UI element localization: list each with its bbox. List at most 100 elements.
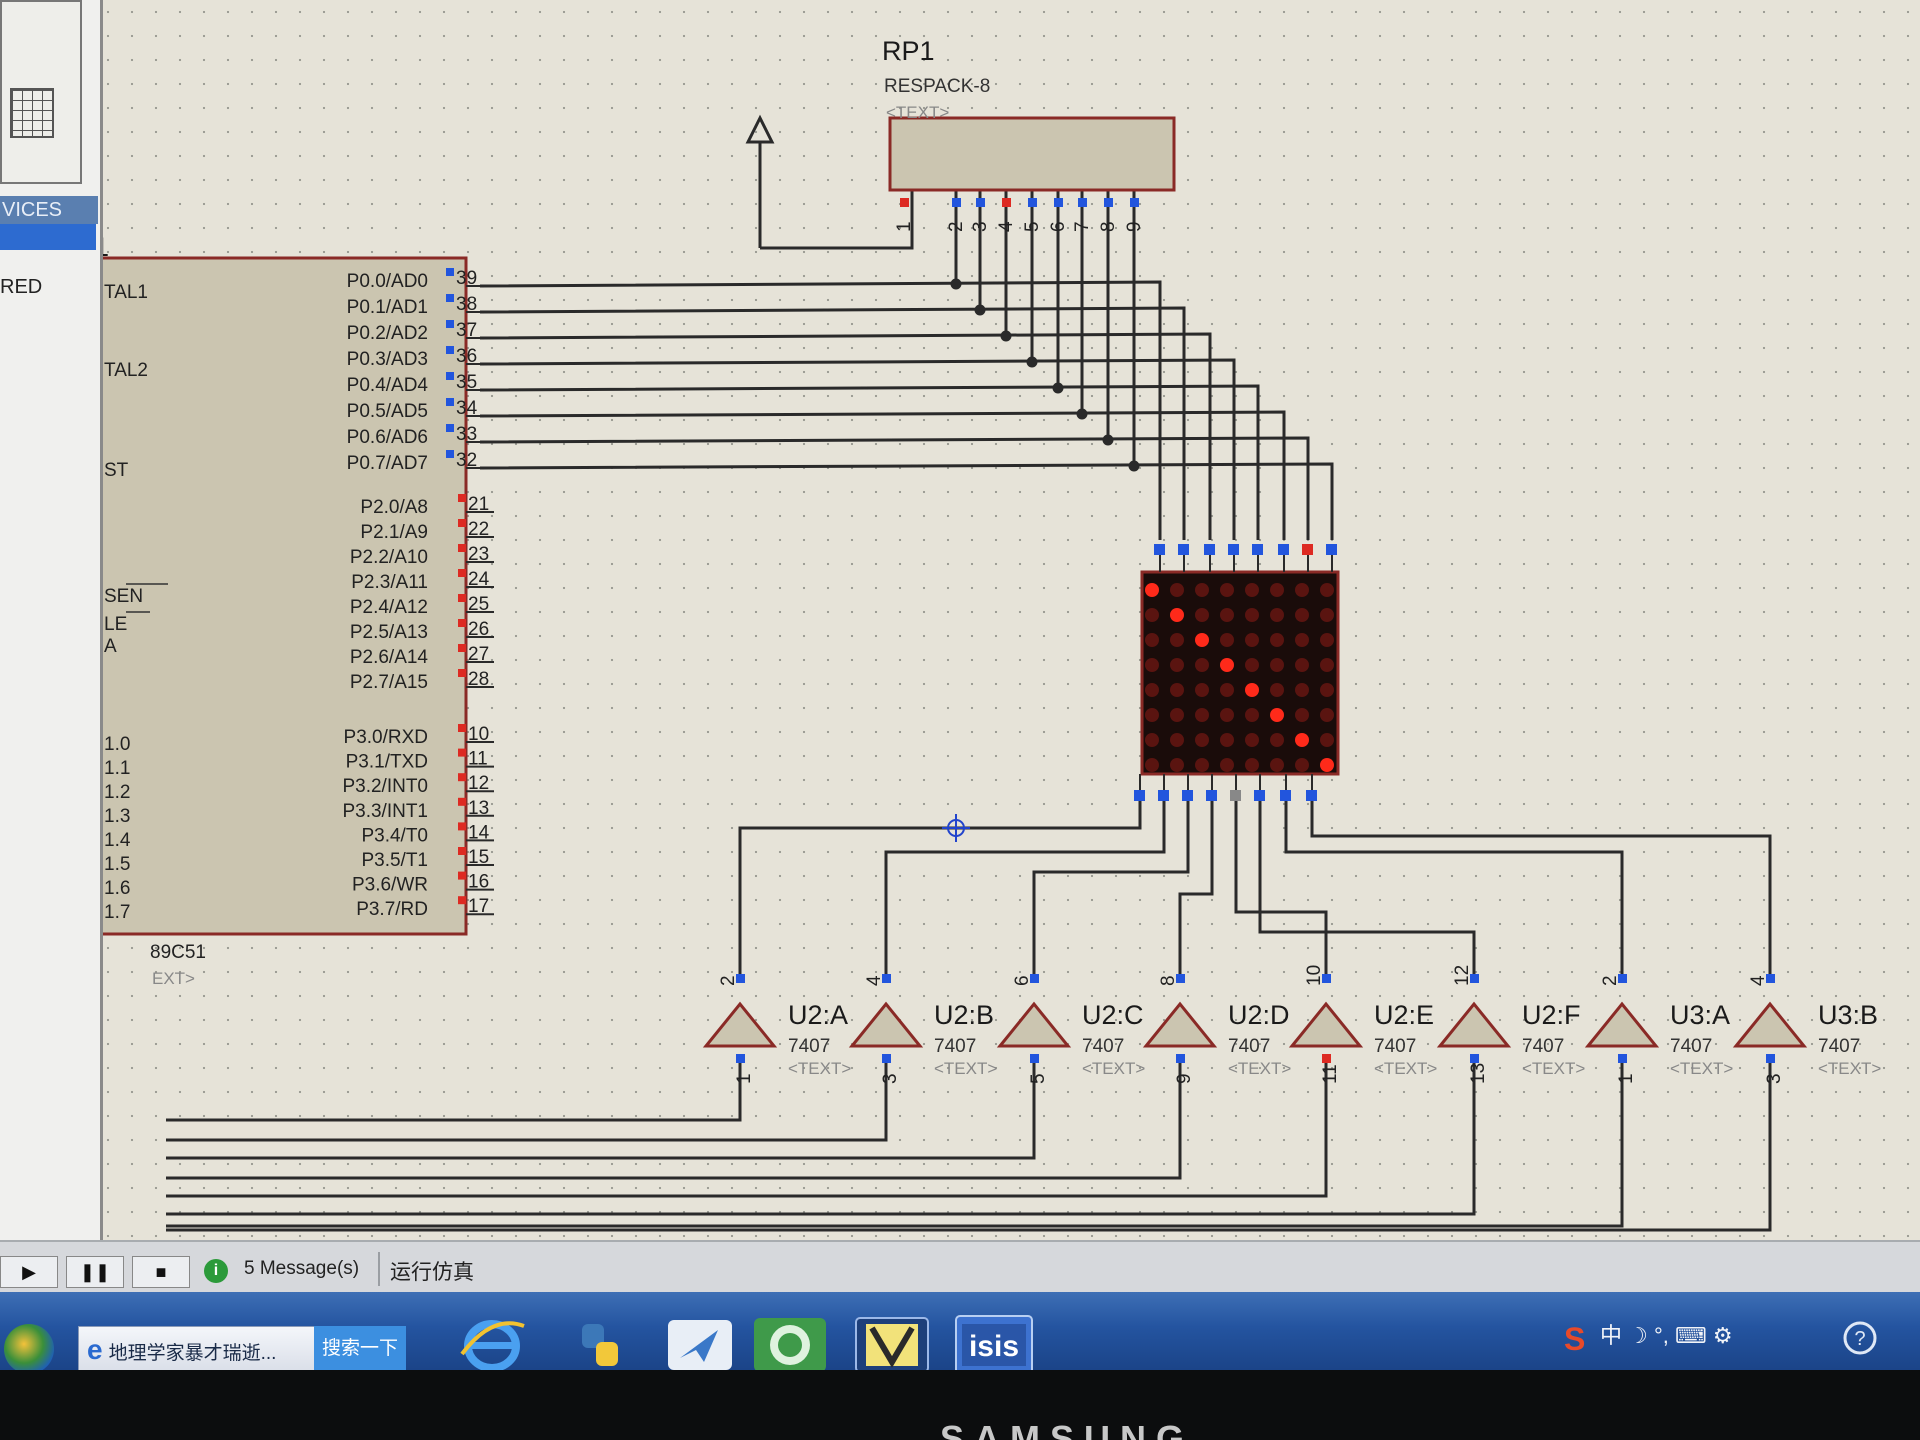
pin-marker <box>458 748 466 757</box>
wire-matrix-col-7[interactable] <box>1310 801 1772 974</box>
wire-matrix-col-3[interactable] <box>1178 801 1214 974</box>
browser-green-icon[interactable] <box>750 1314 830 1376</box>
mcu-port-pin-label: P0.7/AD7 <box>347 453 428 474</box>
mcu-left-pin-label: 1.2 <box>104 782 130 803</box>
mcu-port-pin-label: P3.7/RD <box>356 899 428 920</box>
wire-matrix-col-2[interactable] <box>1032 801 1190 974</box>
buffer-in-pin-marker <box>1176 1054 1185 1063</box>
power-terminal[interactable] <box>745 114 775 248</box>
info-icon[interactable]: i <box>204 1259 228 1283</box>
microcontroller-89c51[interactable]: 1 89C51 EXT> TAL1TAL2STSENLEA1.01.11.21.… <box>94 232 494 988</box>
matrix-top-pin <box>1326 544 1337 555</box>
matrix-top-pin <box>1154 544 1165 555</box>
system-tray[interactable]: 中 ☽ °, ⌨ ⚙ <box>1600 1323 1733 1348</box>
wire-bus-2[interactable] <box>166 1063 1036 1160</box>
led-dot-matrix[interactable] <box>1134 544 1340 801</box>
led-dot-off <box>1320 633 1334 647</box>
pin-marker <box>446 294 454 302</box>
pin-marker <box>446 372 454 380</box>
message-count[interactable]: 5 Message(s) <box>244 1258 360 1279</box>
led-dot-off <box>1320 683 1334 697</box>
mcu-port-pin-label: P2.1/A9 <box>360 522 428 543</box>
led-dot-off <box>1145 658 1159 672</box>
python-icon[interactable] <box>560 1314 640 1376</box>
wire-bus-5[interactable] <box>166 1063 1476 1216</box>
left-panel: VICES RED <box>0 0 103 1240</box>
mcu-port-pin-label: P0.6/AD6 <box>347 427 428 448</box>
matrix-bottom-pin <box>1134 790 1145 801</box>
rp1-pin-number: 6 <box>1048 221 1069 232</box>
mcu-pin-number: 25 <box>468 594 489 615</box>
wire-p0-4[interactable] <box>479 384 1260 540</box>
wire-bus-1[interactable] <box>166 1063 888 1142</box>
wire-matrix-col-1[interactable] <box>884 801 1166 974</box>
wire-bus-4[interactable] <box>166 1063 1328 1198</box>
mcu-port-pin-label: P2.6/A14 <box>350 647 429 668</box>
internet-explorer-icon[interactable] <box>452 1314 532 1376</box>
wire-bus-7[interactable] <box>166 1063 1772 1232</box>
wire-p0-1[interactable] <box>479 306 1186 540</box>
rp1-pin-marker <box>976 198 985 207</box>
status-bar <box>0 1240 1920 1294</box>
wire-p0-7[interactable] <box>479 462 1334 540</box>
rp1-pin-number: 1 <box>894 221 915 232</box>
schematic-drawing[interactable]: 1 89C51 EXT> TAL1TAL2STSENLEA1.01.11.21.… <box>0 0 1920 1240</box>
led-dot-off <box>1320 733 1334 747</box>
svg-text:S: S <box>1564 1321 1585 1356</box>
play-button[interactable]: ▶ <box>0 1256 58 1288</box>
mcu-port-pin-label: P2.7/A15 <box>350 672 428 693</box>
pin-marker <box>458 822 466 831</box>
wire-bus-3[interactable] <box>166 1063 1182 1180</box>
buffer-part: 7407 <box>1082 1036 1124 1057</box>
wire-rp1-vcc[interactable] <box>760 190 914 250</box>
wire-bus-6[interactable] <box>166 1063 1624 1228</box>
isis-proteus-icon[interactable]: isis <box>954 1314 1034 1376</box>
led-dot-off <box>1245 733 1259 747</box>
wire-p0-6[interactable] <box>479 436 1310 540</box>
pause-button[interactable]: ❚❚ <box>66 1256 124 1288</box>
buffer-part: 7407 <box>1374 1036 1416 1057</box>
device-list-selection[interactable] <box>0 224 96 250</box>
buffer-out-pin-number: 8 <box>1158 975 1179 986</box>
mcu-pin-number: 38 <box>456 294 477 315</box>
device-list-item[interactable]: RED <box>0 276 43 298</box>
led-dot-off <box>1245 708 1259 722</box>
junction-dot <box>1000 330 1012 342</box>
buffer-in-pin-number: 5 <box>1028 1073 1049 1084</box>
led-dot-off <box>1145 708 1159 722</box>
overview-window[interactable] <box>0 0 82 184</box>
search-button[interactable]: 搜索一下 <box>314 1326 406 1372</box>
led-dot-off <box>1195 758 1209 772</box>
wire-matrix-col-5[interactable] <box>1258 801 1476 974</box>
buffer-out-pin-number: 4 <box>1748 975 1769 986</box>
pin-marker <box>446 268 454 276</box>
wire-p0-5[interactable] <box>479 410 1286 540</box>
devices-header: VICES <box>0 196 98 224</box>
wire-p0-2[interactable] <box>479 332 1212 540</box>
wire-matrix-col-4[interactable] <box>1234 801 1328 974</box>
start-button[interactable] <box>4 1324 54 1374</box>
wire-bus-0[interactable] <box>166 1063 742 1122</box>
keil-uvision-icon[interactable] <box>852 1314 932 1376</box>
sogou-ime-icon[interactable]: S <box>1562 1320 1592 1356</box>
wire-matrix-col-0[interactable] <box>738 801 1142 974</box>
matrix-bottom-pin <box>1158 790 1169 801</box>
wire-p0-3[interactable] <box>479 358 1236 540</box>
mail-app-icon[interactable] <box>660 1314 740 1376</box>
buffer-part: 7407 <box>1670 1036 1712 1057</box>
help-icon[interactable]: ? <box>1840 1318 1880 1358</box>
mcu-pin-number: 26 <box>468 619 489 640</box>
stop-button[interactable]: ■ <box>132 1256 190 1288</box>
wire-matrix-col-6[interactable] <box>1284 801 1624 974</box>
wire-p0-0[interactable] <box>479 280 1162 540</box>
